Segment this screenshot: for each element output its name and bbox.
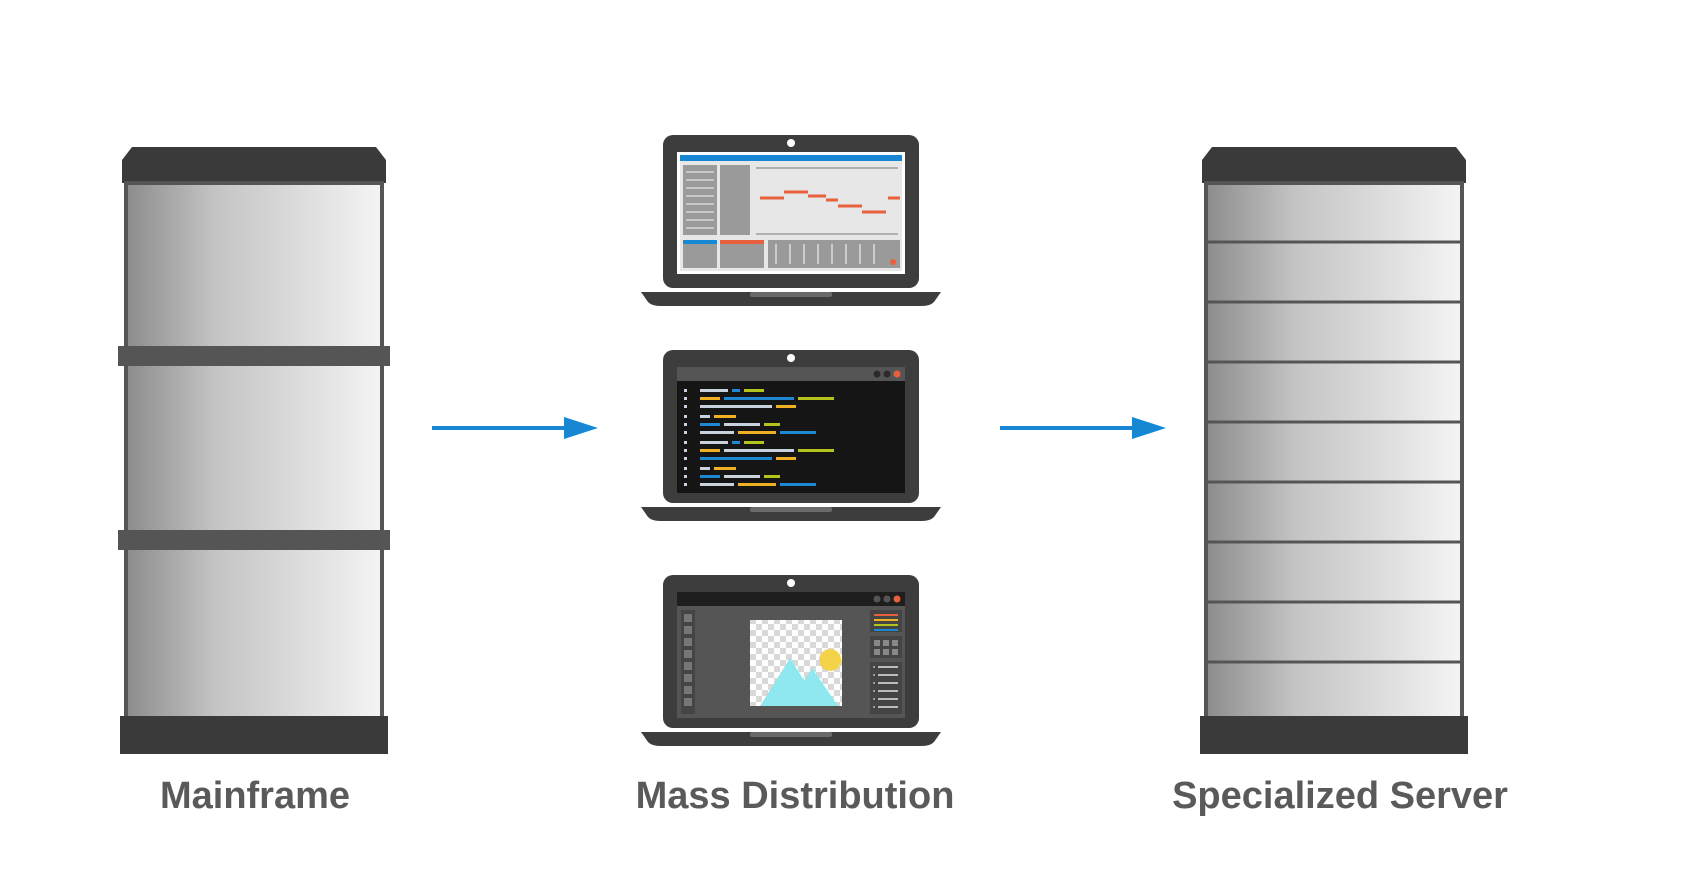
laptop-code-icon [641, 350, 941, 521]
server-rack-icon [1200, 147, 1468, 754]
specialized-server-label: Specialized Server [1172, 775, 1508, 817]
mass-distribution-label: Mass Distribution [635, 775, 955, 817]
arrow-right-icon [1000, 417, 1166, 439]
mainframe-label: Mainframe [159, 775, 351, 817]
arrow-right-icon [432, 417, 598, 439]
laptop-image-editor-icon [641, 575, 941, 746]
laptop-chart-icon [641, 135, 941, 306]
mainframe-icon [118, 147, 390, 754]
